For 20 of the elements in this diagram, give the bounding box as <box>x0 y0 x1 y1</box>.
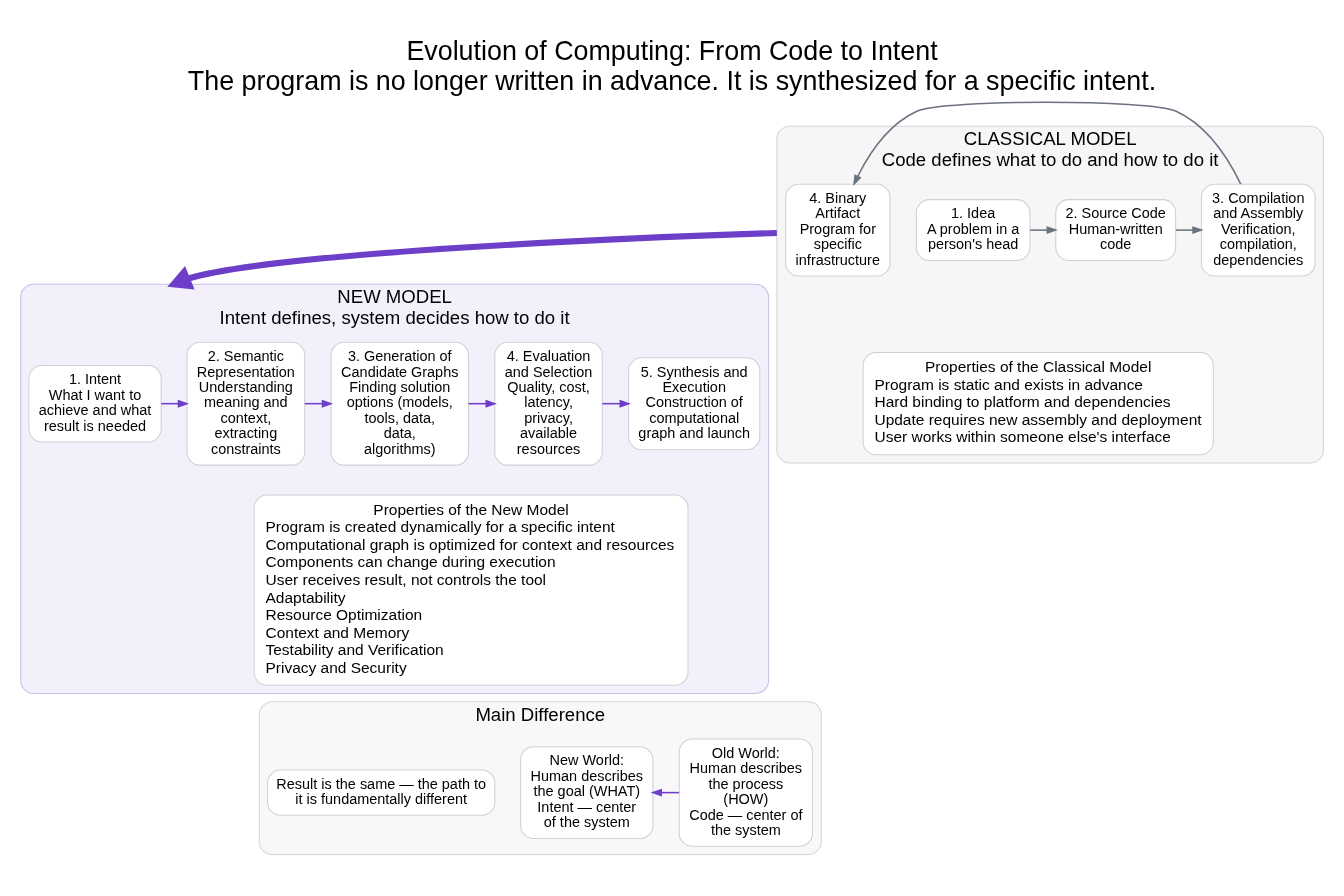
node-box: 4. Evaluation and Selection Quality, cost, latency, privacy, available resources <box>494 341 603 466</box>
arrow <box>167 229 777 290</box>
node-box: 2. Semantic Representation Understanding meaning and context, extracting constraints <box>186 341 306 466</box>
node-box: 3. Generation of Candidate Graphs Finding solution options (models, tools, data, data, algorithms) <box>330 341 469 466</box>
node-box: 2. Source Code Human-written code <box>1055 198 1177 261</box>
node-box: Properties of the Classical Model Program is static and exists in advance Hard binding to platform and dependencies Update requires new assembly and deployment User works within someone else's interface <box>862 351 1214 455</box>
node-box: 5. Synthesis and Execution Construction of computational graph and launch <box>628 356 761 450</box>
diagram-title: Evolution of Computing: From Code to Intent <box>406 35 938 66</box>
node-box: Properties of the New Model Program is created dynamically for a specific intent Computational graph is optimized for context and resources Components can change during execution User receives result, not controls the tool Adaptability Resource Optimization Context and Memory Testability and Verification Privacy and Security <box>253 494 689 686</box>
arrow <box>1175 225 1204 234</box>
node-box: 4. Binary Artifact Program for specific infrastructure <box>785 183 891 277</box>
arrow <box>853 101 1242 186</box>
node-box: New World: Human describes the goal (WHAT) Intent — center of the system <box>520 745 654 839</box>
node-box: Old World: Human describes the process (HOW) Code — center of the system <box>678 737 813 847</box>
node-box: 3. Compilation and Assembly Verification, compilation, dependencies <box>1200 183 1316 277</box>
arrow <box>1029 225 1058 234</box>
node-box: 1. Intent What I want to achieve and what result is needed <box>28 364 162 442</box>
caption: The program is no longer written in advance. It is synthesized for a specific intent. <box>187 65 1157 96</box>
node-box: Result is the same — the path to it is fundamentally different <box>267 768 496 816</box>
node-box: 1. Idea A problem in a person's head <box>915 198 1031 261</box>
